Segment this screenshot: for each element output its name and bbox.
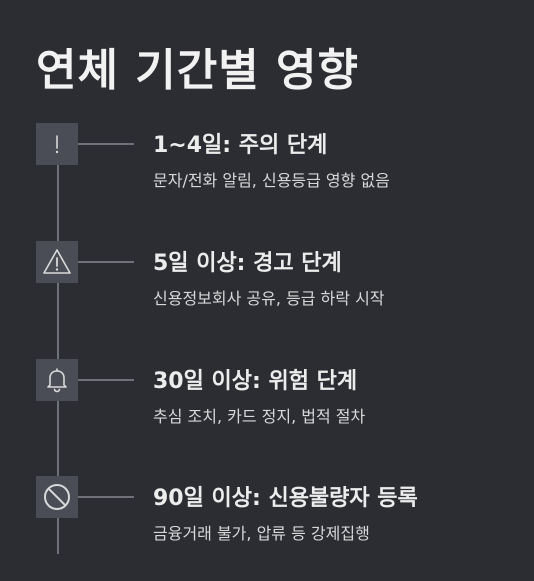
exclamation-icon xyxy=(36,123,78,165)
prohibited-icon xyxy=(36,476,78,518)
warning-triangle-icon xyxy=(36,241,78,283)
stage-description: 문자/전화 알림, 신용등급 영향 없음 xyxy=(153,171,390,190)
timeline-stage-3: 30일 이상: 위험 단계 추심 조치, 카드 정지, 법적 절차 xyxy=(0,359,534,439)
timeline-stage-4: 90일 이상: 신용불량자 등록 금융거래 불가, 압류 등 강제집행 xyxy=(0,476,534,556)
page-title: 연체 기간별 영향 xyxy=(36,45,359,96)
timeline-line xyxy=(57,144,59,554)
stage-description: 신용정보회사 공유, 등급 하락 시작 xyxy=(153,289,385,308)
stage-description: 금융거래 불가, 압류 등 강제집행 xyxy=(153,524,370,543)
timeline-connector xyxy=(78,496,134,498)
stage-title: 5일 이상: 경고 단계 xyxy=(153,251,342,276)
timeline-connector xyxy=(78,379,134,381)
bell-icon xyxy=(36,359,78,401)
timeline-connector xyxy=(78,143,134,145)
timeline-stage-1: 1~4일: 주의 단계 문자/전화 알림, 신용등급 영향 없음 xyxy=(0,123,534,203)
stage-description: 추심 조치, 카드 정지, 법적 절차 xyxy=(153,407,366,426)
stage-title: 30일 이상: 위험 단계 xyxy=(153,369,358,394)
stage-title: 90일 이상: 신용불량자 등록 xyxy=(153,486,418,511)
stage-title: 1~4일: 주의 단계 xyxy=(153,133,328,158)
timeline-stage-2: 5일 이상: 경고 단계 신용정보회사 공유, 등급 하락 시작 xyxy=(0,241,534,321)
timeline-connector xyxy=(78,261,134,263)
